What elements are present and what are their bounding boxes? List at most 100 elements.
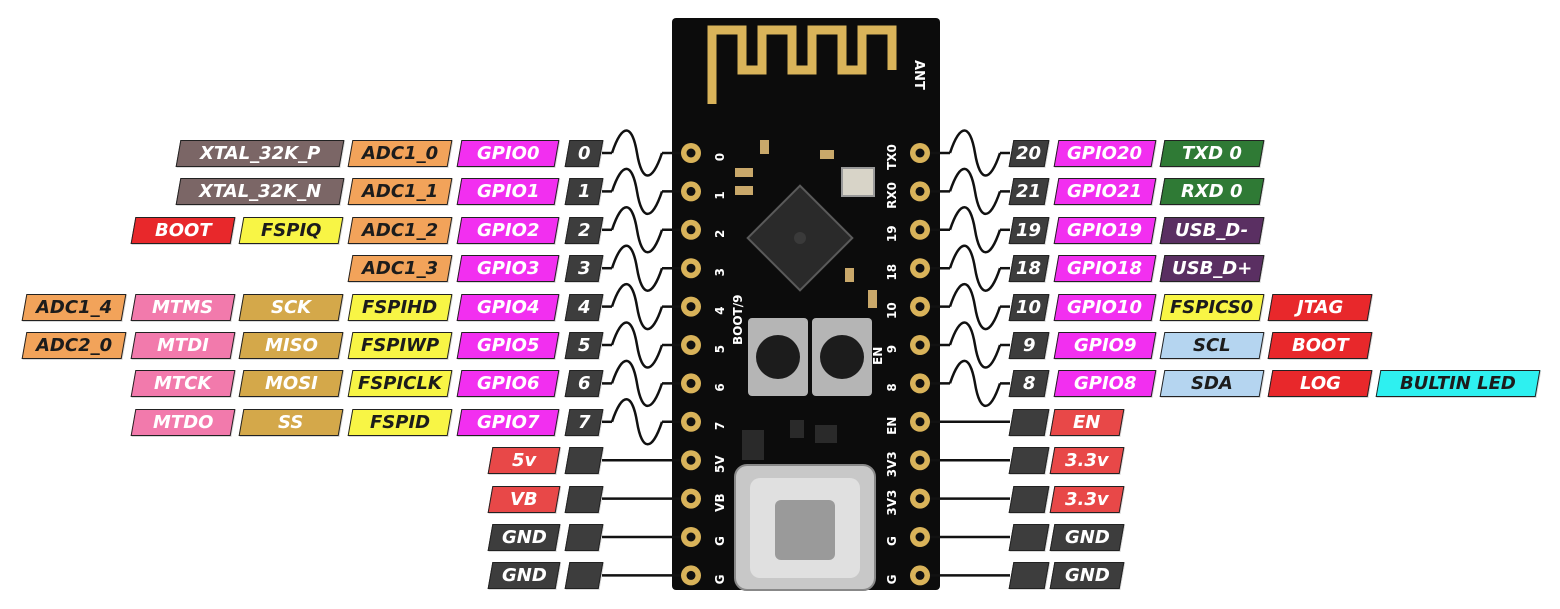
function-label: MTMS [130,293,236,321]
function-label: FSPID [347,408,453,436]
pin-number-text: 21 [1016,181,1042,203]
power-label-text: GND [501,565,547,587]
function-label: SCK [238,293,344,321]
pin-number: 21 [1008,178,1050,206]
right-pad-hole [915,570,925,580]
function-label: LOG [1267,370,1373,398]
right-silk: RX0 [885,182,899,209]
signal-wave-icon [948,129,1002,177]
right-pad-hole [915,340,925,350]
left-pad-hole [686,263,696,273]
pin-number: 2 [564,216,604,244]
function-label: ADC1_0 [347,140,453,167]
pin-number: 10 [1008,293,1050,321]
pin-number: 8 [1008,370,1050,398]
function-label: ADC1_1 [347,178,453,206]
function-label: ADC2_0 [21,332,127,359]
left-silk: G [713,574,727,584]
gpio-label-text: GPIO10 [1067,296,1143,318]
signal-wave-icon [948,283,1002,331]
function-label: ADC1_4 [21,293,127,321]
gpio-label-text: GPIO9 [1073,335,1137,356]
power-label: GND [487,524,561,551]
power-label: GND [1049,562,1125,590]
gpio-label: GPIO0 [456,140,560,167]
right-pad-hole [915,148,925,158]
antenna-trace [707,25,897,104]
left-silk: 0 [713,153,727,161]
gpio-label: GPIO4 [456,293,560,321]
signal-wave-icon [948,167,1002,215]
right-pad-hole [915,302,925,312]
right-pad-hole [915,378,925,388]
signal-wave-icon [610,359,664,407]
pin-number: 5 [564,332,604,359]
right-silk: 18 [885,264,899,281]
gpio-label-text: GPIO0 [476,143,540,164]
gpio-label: GPIO10 [1053,293,1157,321]
pin-number-text: 7 [577,411,591,433]
function-label-text: ADC1_1 [361,181,439,203]
boot-button [748,318,808,396]
pin-box [564,447,604,475]
left-silk: 1 [713,191,727,199]
function-label-text: MTCK [154,373,212,395]
function-label: XTAL_32K_P [175,140,345,167]
function-label-text: MOSI [264,373,318,395]
right-silk: 3V3 [885,451,899,477]
pin-number: 19 [1008,216,1050,244]
gpio-label-text: GPIO20 [1067,143,1143,164]
power-label-text: GND [501,527,547,548]
right-silk: 8 [885,383,899,391]
function-label-text: FSPICLK [358,373,442,395]
pin-number-text: 0 [577,143,591,164]
left-pad-hole [686,302,696,312]
function-label: JTAG [1267,293,1373,321]
power-label: VB [487,485,561,513]
gpio-label: GPIO7 [456,408,560,436]
pin-box [564,562,604,590]
pin-number-text: 4 [577,296,591,318]
gpio-label: GPIO2 [456,216,560,244]
pin-box [1008,524,1050,551]
gpio-label: GPIO8 [1053,370,1157,398]
function-label-text: ADC1_2 [361,219,439,241]
function-label: FSPICS0 [1159,293,1265,321]
function-label: MTCK [130,370,236,398]
right-pad-hole [915,225,925,235]
right-silk: 3V3 [885,490,899,516]
pin-number-text: 10 [1016,296,1042,318]
function-label: SCL [1159,332,1265,359]
pin-box [1008,408,1050,436]
right-pad-hole [915,532,925,542]
function-label-text: FSPIHD [362,296,438,318]
left-silk: 5V [713,455,727,473]
gpio-label-text: GPIO21 [1067,181,1143,203]
function-label-text: ADC1_4 [35,296,113,318]
power-label: EN [1049,408,1125,436]
pin-number: 6 [564,370,604,398]
function-label: FSPIQ [238,216,344,244]
function-label-text: FSPIWP [360,335,440,356]
pin-box [1008,562,1050,590]
gpio-label: GPIO1 [456,178,560,206]
signal-wave-icon [610,321,664,369]
signal-wave-icon [610,206,664,254]
power-label: GND [487,562,561,590]
function-label: FSPICLK [347,370,453,398]
function-label-text: TXD 0 [1182,143,1242,164]
function-label-text: XTAL_32K_P [199,143,321,164]
pin-number: 0 [564,140,604,167]
left-silk: VB [713,493,727,511]
signal-wave-icon [948,206,1002,254]
pcb [672,18,940,590]
reset-button [812,318,872,396]
right-silk: EN [885,417,899,435]
function-label: BOOT [130,216,236,244]
power-label-text: GND [1064,565,1110,587]
pin-number-text: 2 [577,219,591,241]
function-label: MISO [238,332,344,359]
function-label-text: JTAG [1296,296,1344,318]
signal-wave-icon [610,167,664,215]
function-label-text: RXD 0 [1181,181,1243,203]
